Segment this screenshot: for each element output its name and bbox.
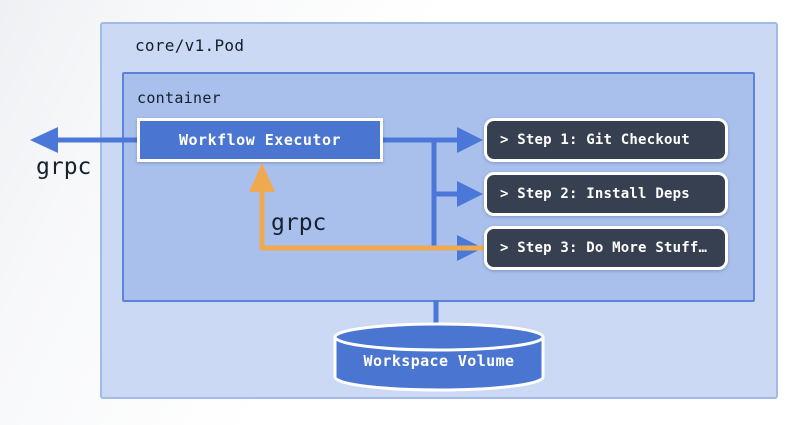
executor-to-steps-lines <box>381 127 483 261</box>
step-2-label: > Step 2: Install Deps <box>500 186 690 202</box>
step-1-arrowhead-icon <box>457 127 483 153</box>
step-2-node: > Step 2: Install Deps <box>484 172 728 216</box>
workspace-volume-label: Workspace Volume <box>363 352 515 370</box>
container-label: container <box>137 89 221 107</box>
workflow-executor-label: Workflow Executor <box>178 131 342 149</box>
grpc-outbound-arrow-icon <box>30 127 138 153</box>
grpc-internal-label: grpc <box>271 210 327 236</box>
workflow-executor-node: Workflow Executor <box>137 118 383 162</box>
pod-label: core/v1.Pod <box>135 36 245 55</box>
step-1-node: > Step 1: Git Checkout <box>484 118 728 162</box>
step-2-arrowhead-icon <box>457 181 483 207</box>
workspace-volume-node: Workspace Volume <box>331 320 547 394</box>
grpc-internal-arrow-icon <box>249 163 484 251</box>
step-3-node: > Step 3: Do More Stuff… <box>484 226 728 270</box>
database-cylinder-icon <box>333 322 545 392</box>
grpc-external-label: grpc <box>36 154 92 180</box>
step-3-label: > Step 3: Do More Stuff… <box>500 240 708 256</box>
step-1-label: > Step 1: Git Checkout <box>500 132 690 148</box>
